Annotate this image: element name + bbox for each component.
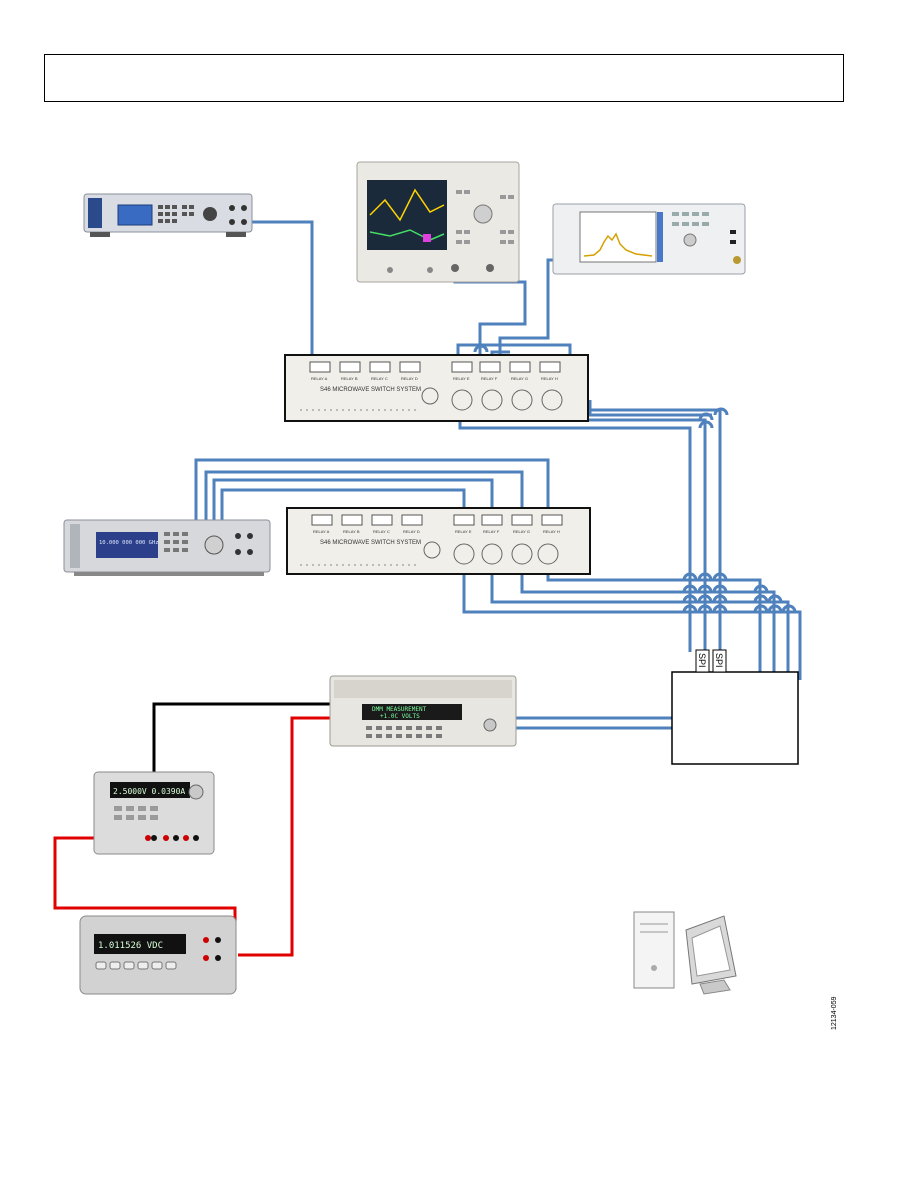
switch_upper-relay-label: RELAY B	[341, 376, 358, 381]
switch_lower-relay-label: RELAY C	[373, 529, 390, 534]
switch_lower-relay-label: RELAY F	[483, 529, 500, 534]
dut-tag-1: SPI	[697, 653, 707, 668]
switch_lower-relay-label: RELAY B	[343, 529, 360, 534]
rf-cables	[194, 220, 802, 730]
switch_lower-relay-label: RELAY E	[455, 529, 472, 534]
cable-lower-out-2	[490, 570, 790, 680]
switch_upper-relay-label: RELAY G	[511, 376, 528, 381]
multimeter: 1.011526 VDC	[79, 915, 237, 995]
switch_lower-relay-label: RELAY D	[403, 529, 420, 534]
cable-siggen-low-1	[194, 458, 550, 542]
dut-box: SPI SPI	[671, 649, 799, 765]
spectrum-analyzer	[552, 203, 746, 275]
cable-crossings	[473, 344, 797, 613]
switch_upper-relay-label: RELAY C	[371, 376, 388, 381]
header-box	[44, 54, 844, 102]
power-supply: 2.5000V 0.0390A	[93, 771, 215, 855]
switch_upper-relay-label: RELAY E	[453, 376, 470, 381]
computer-icon	[633, 911, 737, 995]
switch-system-upper: RELAY A RELAY B RELAY C RELAY D RELAY E RELAY…	[284, 354, 589, 422]
switch_upper-relay-label: RELAY F	[481, 376, 498, 381]
switch_upper-relay-label: RELAY A	[311, 376, 328, 381]
switch_lower-relay-label: RELAY H	[543, 529, 560, 534]
cable-lower-out-1	[462, 570, 802, 680]
upper-relay-ports: RELAY A RELAY B RELAY C RELAY D RELAY E RELAY…	[309, 361, 561, 381]
signal-generator-top	[83, 193, 253, 237]
cable-lower-out-3	[520, 570, 776, 680]
switch-mainframe: DMM MEASUREMENT +1.0C VOLTS	[329, 675, 517, 747]
lower-relay-ports: RELAY A RELAY B RELAY C RELAY D RELAY E RELAY…	[311, 514, 563, 534]
mainframe-display-1: DMM MEASUREMENT	[372, 706, 427, 713]
dut-tag-2: SPI	[714, 653, 724, 668]
switch_lower-relay-label: RELAY G	[513, 529, 530, 534]
mainframe-display-2: +1.0C VOLTS	[380, 713, 420, 720]
cable-lower-out-4	[546, 570, 762, 680]
power-supply-display: 2.5000V 0.0390A	[113, 787, 185, 796]
cable-upper-out-4	[588, 400, 712, 417]
switch_lower-relay-label: RELAY A	[313, 529, 330, 534]
switch-system-lower: RELAY A RELAY B RELAY C RELAY D RELAY E RELAY…	[286, 507, 591, 575]
switch_upper-relay-label: RELAY D	[401, 376, 418, 381]
switch_upper-relay-label: RELAY H	[541, 376, 558, 381]
figure-number: 12134-059	[831, 996, 838, 1030]
upper-switch-title: S46 MICROWAVE SWITCH SYSTEM	[320, 387, 421, 393]
signal-generator-lower: 10.000 000 000 GHz	[63, 519, 271, 576]
multimeter-display: 1.011526 VDC	[98, 941, 163, 951]
lower-siggen-display: 10.000 000 000 GHz	[99, 540, 159, 546]
network-analyzer	[356, 161, 520, 283]
lower-switch-title: S46 MICROWAVE SWITCH SYSTEM	[320, 540, 421, 546]
